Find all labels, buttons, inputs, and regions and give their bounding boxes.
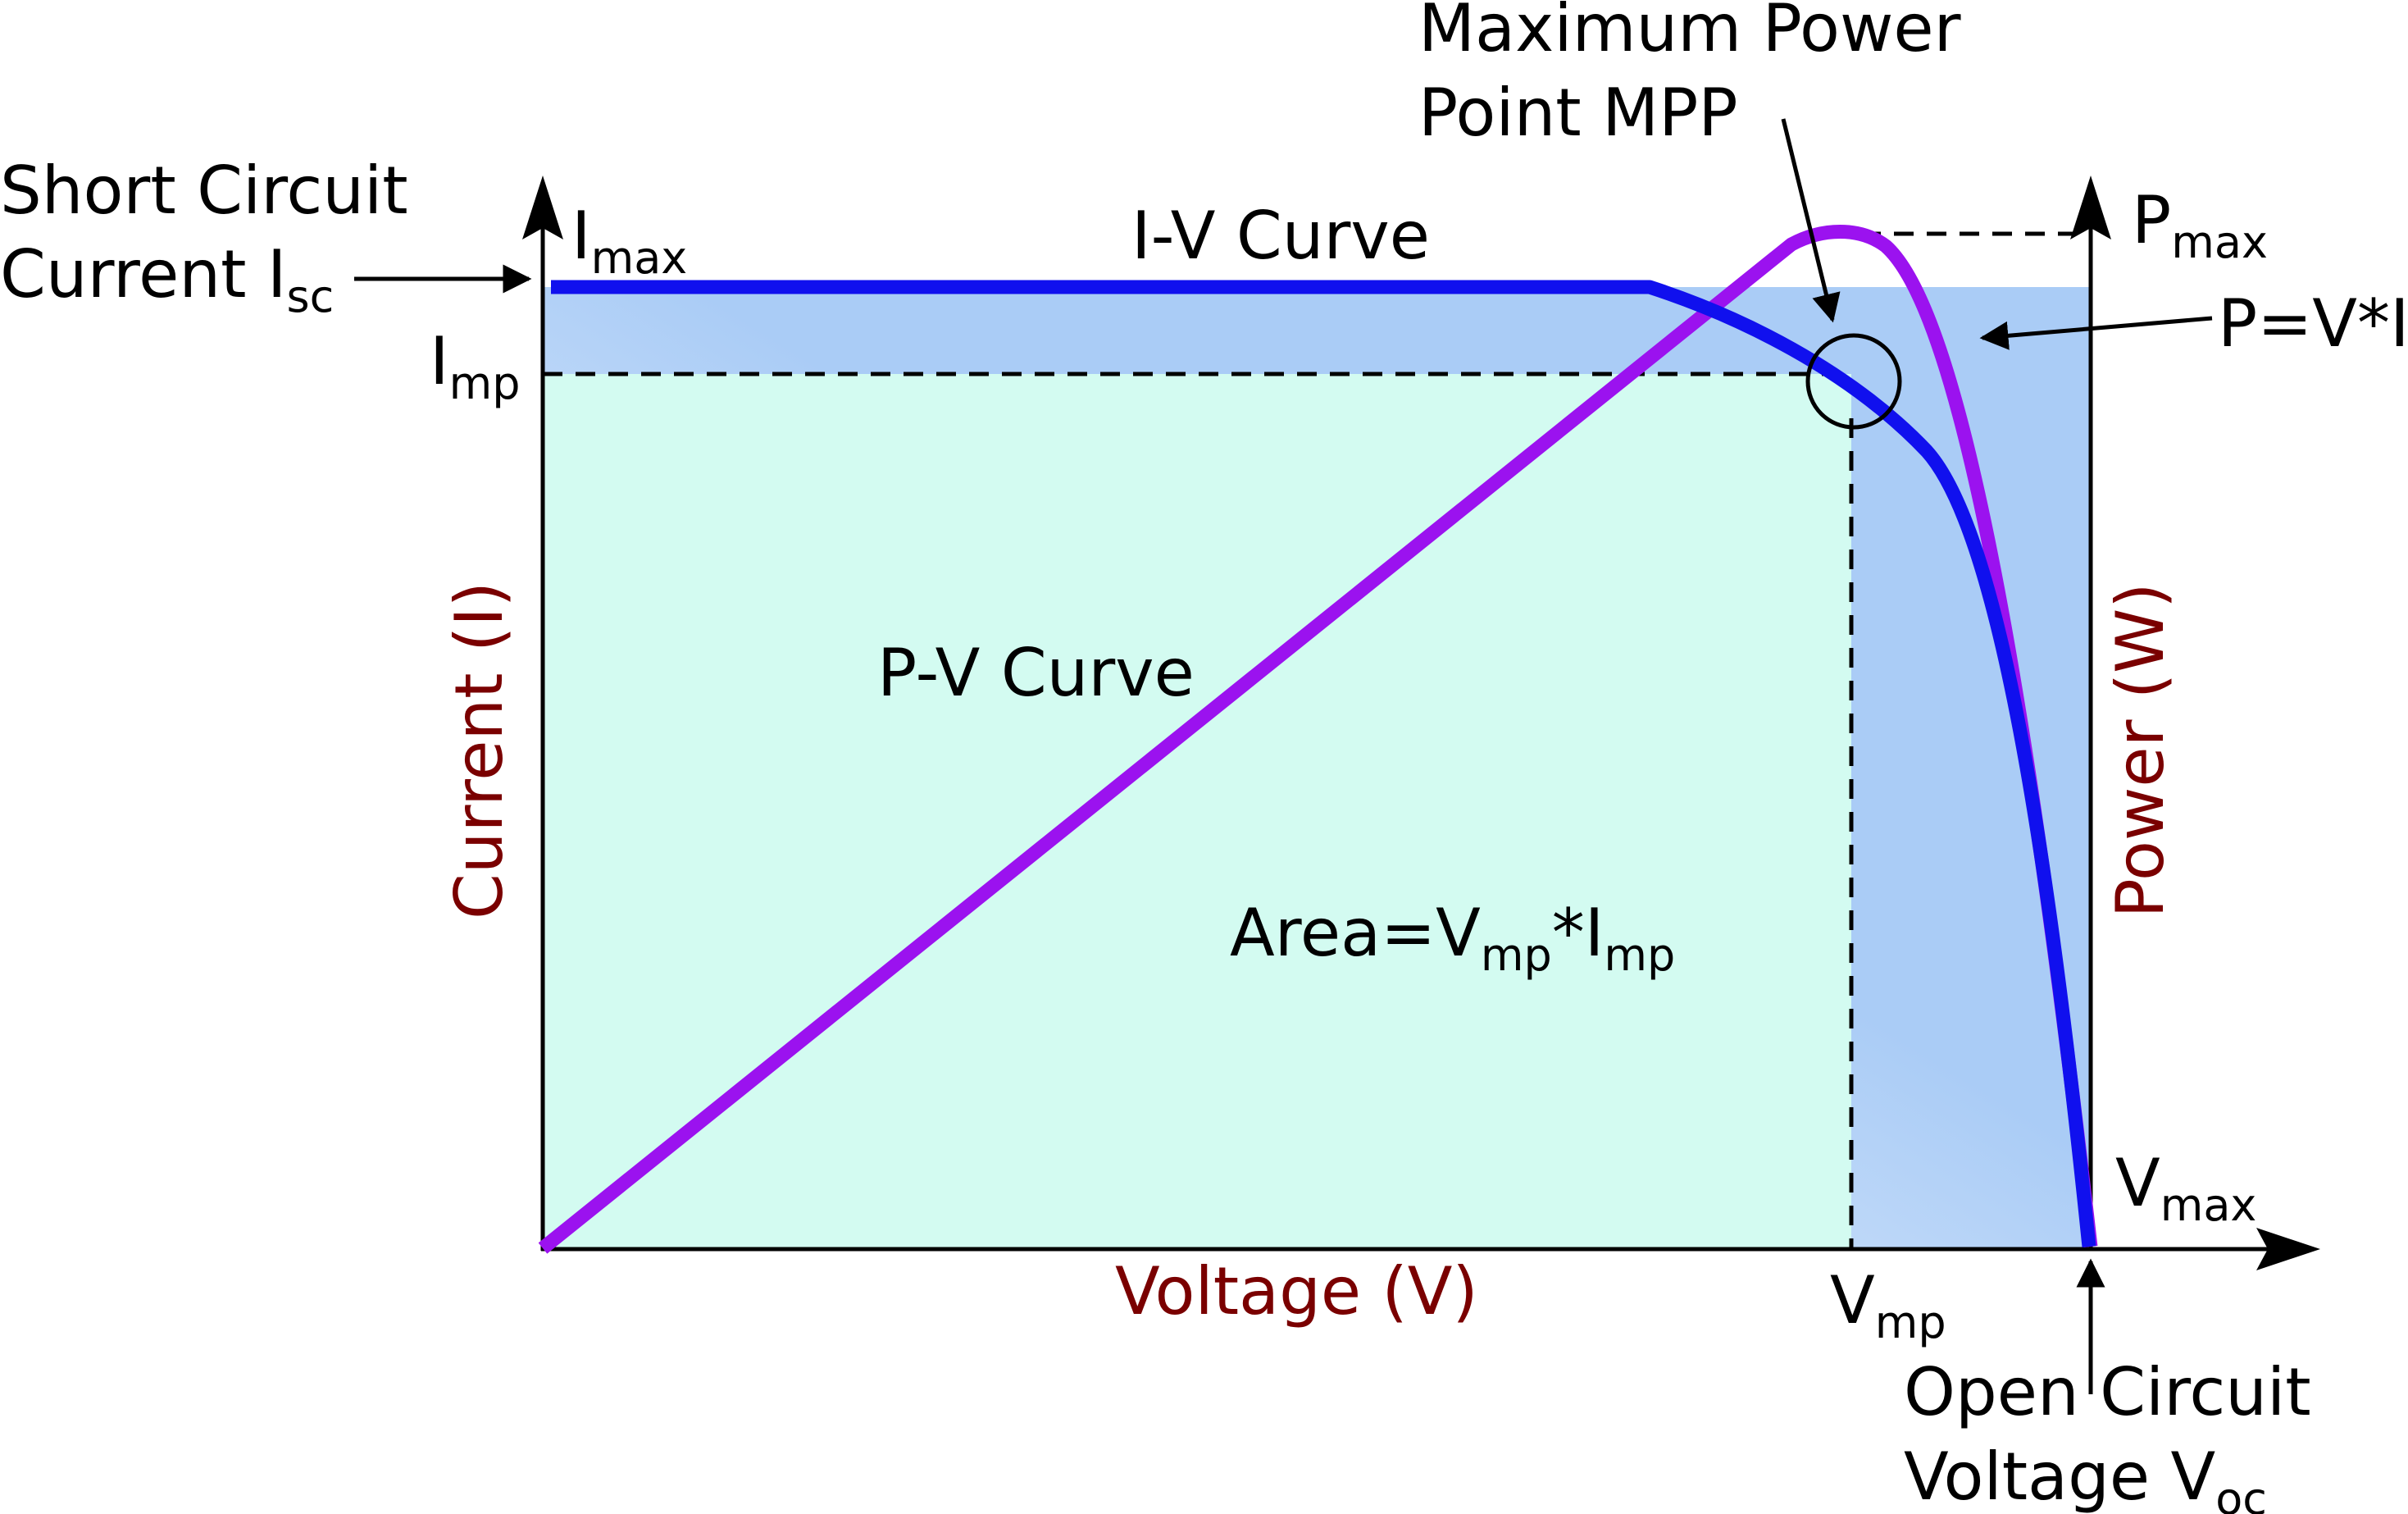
y-axis-left-title: Current (I): [441, 581, 517, 919]
voltage-axis-arrowhead: [2256, 1228, 2320, 1270]
p-formula-arrow: [1979, 316, 2213, 350]
iv-curve-line: [551, 280, 2096, 1247]
area-formula-label: Area=Vmp*Imp: [1230, 895, 1675, 981]
pmax-label: Pmax: [2132, 182, 2268, 268]
x-axis-title: Voltage (V): [1115, 1253, 1478, 1329]
voc-label-line2: Voltage Voc: [1904, 1439, 2267, 1514]
power-axis-arrowhead: [2070, 176, 2111, 239]
pv-curve-label: P-V Curve: [877, 635, 1195, 711]
isc-label-line2: Current Isc: [0, 236, 334, 322]
y-axis-right-title: Power (W): [2102, 583, 2178, 919]
vmax-label: Vmax: [2115, 1145, 2256, 1231]
power-formula-label: P=V*I: [2218, 285, 2408, 362]
current-axis-arrowhead: [522, 176, 563, 239]
imax-label: Imax: [571, 198, 687, 284]
imp-label: Imp: [430, 323, 520, 409]
vmp-label: Vmp: [1830, 1262, 1946, 1348]
voc-label-line1: Open Circuit: [1904, 1354, 2311, 1430]
isc-label-line1: Short Circuit: [0, 153, 408, 229]
mpp-marker-circle: [1805, 333, 1902, 430]
mpp-label-line1: Maximum Power: [1418, 0, 1961, 66]
mpp-arrow: [1781, 118, 1841, 323]
max-power-area: [543, 374, 1851, 1249]
iv-curve-label: I-V Curve: [1131, 198, 1430, 274]
mpp-label-line2: Point MPP: [1418, 75, 1738, 151]
